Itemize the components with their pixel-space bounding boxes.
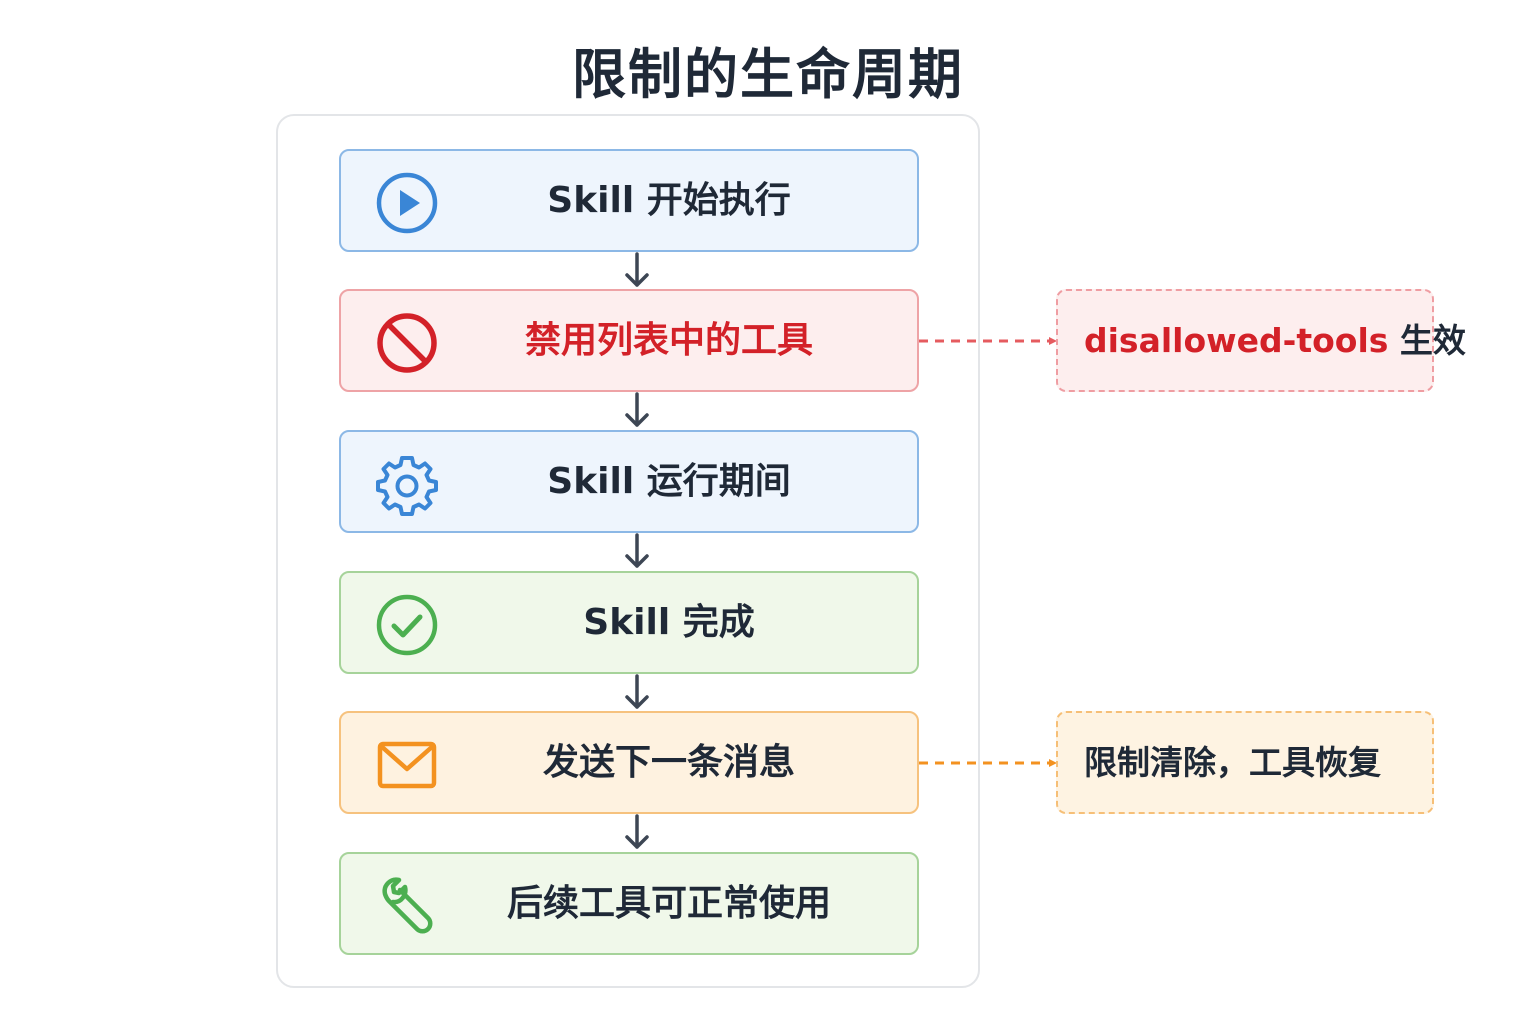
wrench-icon — [382, 877, 433, 934]
check-circle-icon — [376, 594, 438, 656]
note-disallowed-tools: disallowed-tools 生效 — [1056, 289, 1466, 392]
step-label: Skill 运行期间 — [547, 461, 791, 502]
step-label: 后续工具可正常使用 — [506, 883, 831, 924]
step-disable-tools: 禁用列表中的工具 — [339, 289, 919, 392]
lifecycle-frame — [276, 114, 980, 988]
note-suffix: 生效 — [1388, 321, 1466, 360]
diagram-title: 限制的生命周期 — [572, 43, 964, 106]
step-label: 禁用列表中的工具 — [524, 320, 813, 361]
play-icon — [376, 172, 438, 234]
arrow-down-icon — [625, 252, 649, 287]
arrow-down-icon — [625, 533, 649, 568]
connector-cleared — [919, 759, 1057, 767]
envelope-icon — [377, 741, 437, 789]
note-keyword: disallowed-tools — [1084, 321, 1389, 360]
arrow-down-icon — [625, 392, 649, 427]
arrow-down-icon — [625, 814, 649, 849]
connector-disallowed — [919, 337, 1057, 345]
arrow-down-icon — [625, 674, 649, 709]
step-skill-start: Skill 开始执行 — [339, 149, 919, 252]
step-send-next-message: 发送下一条消息 — [339, 711, 919, 814]
step-label: Skill 完成 — [583, 602, 755, 643]
step-tools-available: 后续工具可正常使用 — [339, 852, 919, 955]
step-skill-running: Skill 运行期间 — [339, 430, 919, 533]
step-skill-complete: Skill 完成 — [339, 571, 919, 674]
step-label: Skill 开始执行 — [547, 180, 791, 221]
no-entry-icon — [377, 313, 437, 373]
gear-icon — [376, 456, 438, 516]
note-restrictions-cleared: 限制清除，工具恢复 — [1056, 711, 1434, 814]
step-label: 发送下一条消息 — [542, 742, 795, 783]
